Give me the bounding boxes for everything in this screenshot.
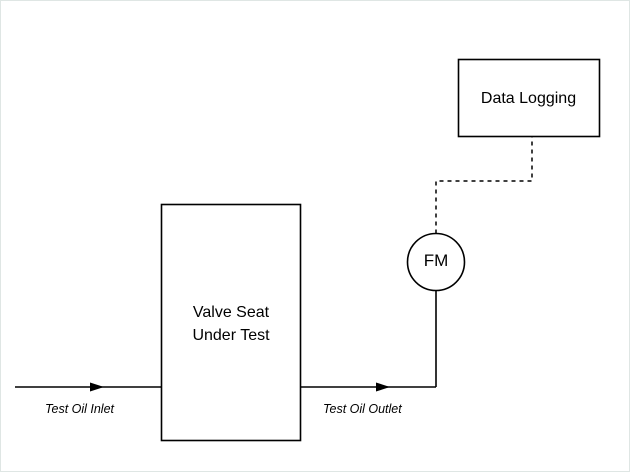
valve-seat-label-line2: Under Test [192, 327, 270, 344]
data-logging-box [457, 58, 601, 138]
signal-dashed-path [435, 137, 533, 234]
inlet-flow-label: Test Oil Inlet [45, 402, 115, 416]
valve-seat-label-line1: Valve Seat [192, 304, 270, 321]
flow-meter-label: FM [423, 251, 449, 270]
outlet-arrow-icon [376, 382, 390, 392]
outlet-flow-label: Test Oil Outlet [323, 402, 402, 416]
valve-seat-label: Valve Seat Under Test [161, 301, 301, 347]
inlet-arrow-icon [90, 382, 104, 392]
data-logging-label: Data Logging [480, 90, 577, 107]
valve-seat-box [160, 203, 302, 442]
